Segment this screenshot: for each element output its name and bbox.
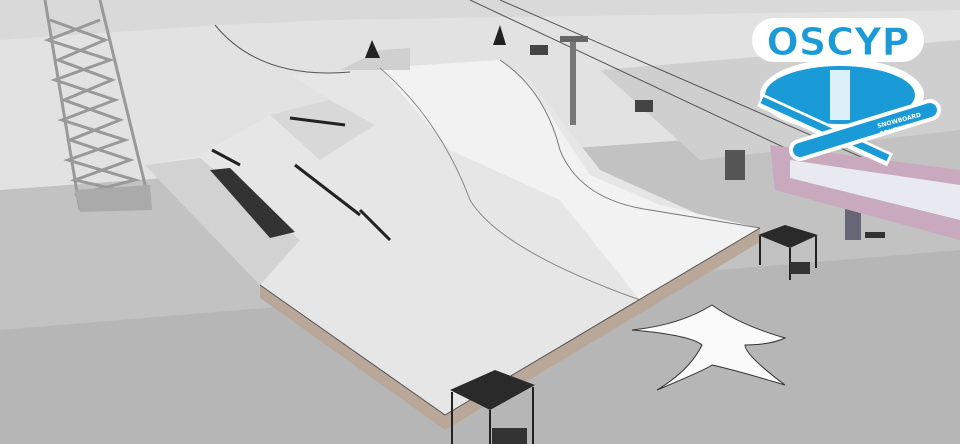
rail [294,163,361,217]
star-tent [631,304,787,391]
retaining-wall [260,228,760,430]
kicker [270,100,375,160]
oscyp-logo: OSCYP SNOWBOARD CONTEST [752,18,941,167]
gondola [770,145,960,240]
flag-icon [493,25,506,45]
side-ramp [145,158,300,285]
main-slope [380,60,760,300]
logo-title: OSCYP [767,20,910,64]
stair-set [210,168,295,238]
lift-tower [43,0,152,212]
canopy-tent-back [758,225,818,280]
rail [289,116,346,127]
canopy-tent-front [450,370,535,444]
rail [358,208,392,242]
top-kicker [340,48,410,70]
rail [211,148,241,167]
snowpark [145,24,761,430]
flag-icon [365,40,380,58]
